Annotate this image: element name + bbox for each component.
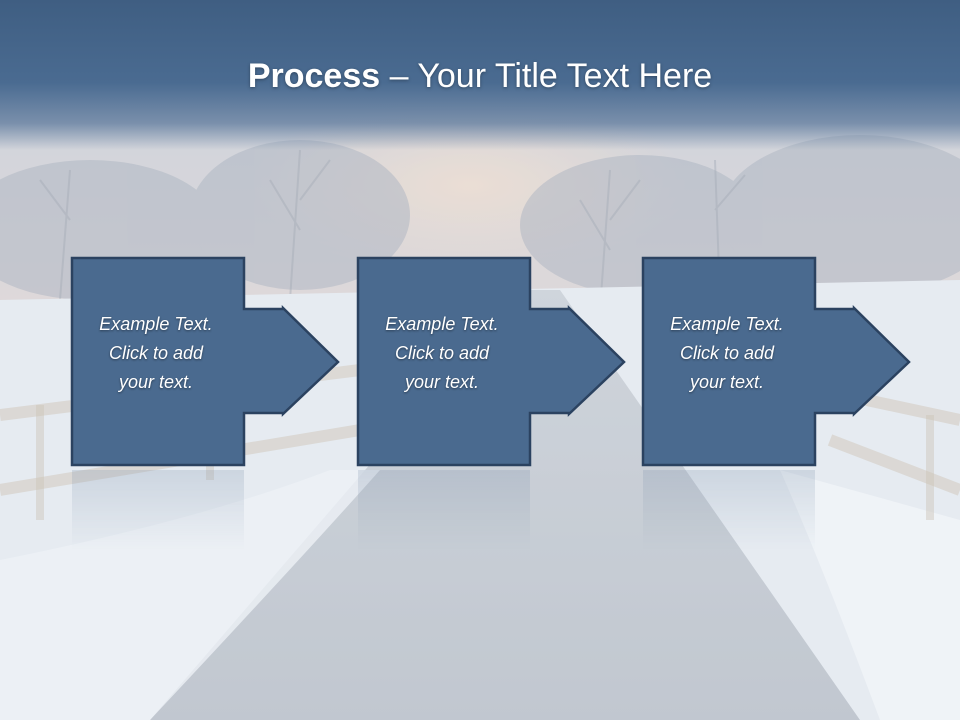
step-text-line: Example Text. <box>385 314 499 334</box>
right-arrow-icon <box>641 256 911 467</box>
step-text-line: your text. <box>118 372 194 392</box>
step-text-line: your text. <box>689 372 765 392</box>
step-text-3[interactable]: Example Text. Click to add your text. <box>641 310 813 397</box>
step-reflection-1 <box>72 470 244 550</box>
step-reflection-3 <box>643 470 815 550</box>
step-text-2[interactable]: Example Text. Click to add your text. <box>356 310 528 397</box>
title-bold-part: Process <box>247 57 381 95</box>
step-reflection-2 <box>358 470 530 550</box>
process-step-3[interactable]: Example Text. Click to add your text. <box>641 256 911 468</box>
step-text-line: Click to add <box>394 343 490 363</box>
step-text-line: Click to add <box>108 343 204 363</box>
step-box-with-arrow <box>641 256 911 467</box>
step-text-line: Click to add <box>679 343 775 363</box>
step-box-with-arrow <box>70 256 340 467</box>
process-step-1[interactable]: Example Text. Click to add your text. <box>70 256 340 468</box>
slide-title[interactable]: Process – Your Title Text Here <box>0 50 960 102</box>
step-text-1[interactable]: Example Text. Click to add your text. <box>70 310 242 397</box>
right-arrow-icon <box>356 256 626 467</box>
title-rest-part: – Your Title Text Here <box>380 57 713 95</box>
process-step-2[interactable]: Example Text. Click to add your text. <box>356 256 626 468</box>
title-band <box>0 0 960 150</box>
step-text-line: Example Text. <box>99 314 213 334</box>
right-arrow-icon <box>70 256 340 467</box>
step-box-with-arrow <box>356 256 626 467</box>
step-text-line: Example Text. <box>670 314 784 334</box>
step-text-line: your text. <box>404 372 480 392</box>
